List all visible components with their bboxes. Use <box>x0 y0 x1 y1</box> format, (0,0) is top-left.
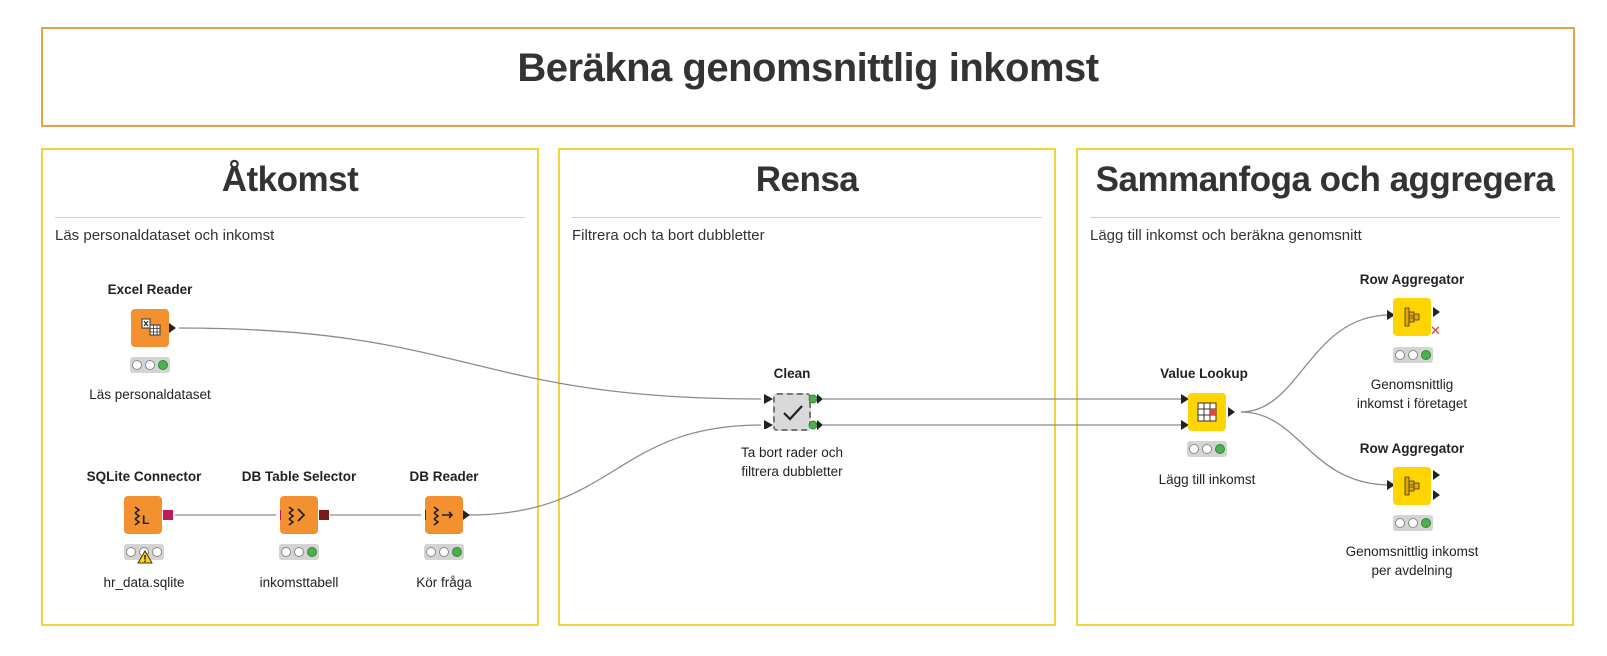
status-light-idle <box>281 547 291 557</box>
status-light-idle <box>1395 350 1405 360</box>
section-clean[interactable]: Rensa Filtrera och ta bort dubbletter <box>558 148 1056 626</box>
node-title-excel-reader[interactable]: Excel Reader <box>107 282 193 297</box>
status-light-executed <box>307 547 317 557</box>
component-input-ports <box>764 394 773 429</box>
status-light-executed <box>158 360 168 370</box>
node-title-row-aggregator-1[interactable]: Row Aggregator <box>1359 272 1465 287</box>
connection-excel-to-clean[interactable] <box>178 327 762 400</box>
workflow-title-annotation[interactable]: Beräkna genomsnittlig inkomst <box>41 27 1575 127</box>
node-label-clean-line-1: Ta bort rader och <box>740 445 844 460</box>
excel-reader-icon <box>141 318 176 336</box>
status-light-configured <box>1202 444 1212 454</box>
node-status-value-lookup <box>1187 441 1227 457</box>
connection-dbreader-to-clean[interactable] <box>468 424 762 516</box>
value-lookup-icon <box>1197 402 1235 422</box>
section-access-title: Åtkomst <box>221 160 359 199</box>
workflow-title: Beräkna genomsnittlig inkomst <box>517 46 1099 90</box>
node-label-row-aggregator-1[interactable]: Genomsnittlig inkomst i företaget <box>1357 375 1467 413</box>
node-status-row-aggregator-1 <box>1393 347 1433 363</box>
status-light-idle <box>132 360 142 370</box>
node-status-db-table-selector <box>279 544 319 560</box>
inactive-port-icon: ✕ <box>1430 323 1441 338</box>
section-access-subtitle: Läs personaldataset och inkomst <box>55 227 275 244</box>
status-light-configured <box>439 547 449 557</box>
node-title-row-aggregator-2[interactable]: Row Aggregator <box>1359 441 1465 456</box>
node-label-row-aggregator-1-line-2: inkomst i företaget <box>1356 396 1468 411</box>
status-light-configured <box>145 360 155 370</box>
node-label-row-aggregator-1-line-1: Genomsnittlig <box>1370 377 1454 392</box>
status-light-executed <box>1421 350 1431 360</box>
warning-icon[interactable] <box>137 550 153 564</box>
node-label-clean[interactable]: Ta bort rader och filtrera dubbletter <box>741 443 843 481</box>
node-label-row-aggregator-2[interactable]: Genomsnittlig inkomst per avdelning <box>1346 542 1479 580</box>
node-label-db-reader[interactable]: Kör fråga <box>416 575 472 590</box>
node-label-value-lookup[interactable]: Lägg till inkomst <box>1158 472 1256 487</box>
sqlite-connector-icon: L <box>134 506 173 527</box>
status-light-configured <box>1408 518 1418 528</box>
row-aggregator-icon <box>1404 307 1440 327</box>
status-light-executed <box>1421 518 1431 528</box>
node-label-sqlite-connector[interactable]: hr_data.sqlite <box>103 575 185 590</box>
node-row-aggregator-2[interactable] <box>1393 467 1440 505</box>
node-title-db-reader[interactable]: DB Reader <box>409 469 479 484</box>
node-title-value-lookup[interactable]: Value Lookup <box>1160 366 1248 381</box>
node-status-row-aggregator-2 <box>1393 515 1433 531</box>
status-light-configured <box>294 547 304 557</box>
connection-valuelookup-to-aggregator-2[interactable] <box>1240 411 1391 486</box>
node-status-db-reader <box>424 544 464 560</box>
section-join-aggregate[interactable]: Sammanfoga och aggregera Lägg till inkom… <box>1076 148 1574 626</box>
node-title-db-table-selector[interactable]: DB Table Selector <box>241 469 357 484</box>
section-access[interactable]: Åtkomst Läs personaldataset och inkomst <box>41 148 539 626</box>
node-status-excel-reader <box>130 357 170 373</box>
status-light-configured <box>1408 350 1418 360</box>
db-reader-icon <box>425 506 470 526</box>
section-clean-title: Rensa <box>755 160 859 199</box>
status-light-idle <box>1395 518 1405 528</box>
row-aggregator-1-input-port <box>1387 310 1395 320</box>
node-db-reader[interactable] <box>425 496 470 534</box>
node-label-row-aggregator-2-line-1: Genomsnittlig inkomst <box>1345 544 1479 559</box>
db-table-selector-icon <box>280 506 329 526</box>
node-sqlite-connector[interactable]: L <box>124 496 173 534</box>
node-clean[interactable] <box>773 393 811 431</box>
connection-valuelookup-to-aggregator-1[interactable] <box>1240 314 1391 413</box>
node-value-lookup[interactable] <box>1188 393 1235 431</box>
status-light-idle <box>426 547 436 557</box>
row-aggregator-icon <box>1404 470 1440 500</box>
status-light-executed <box>1215 444 1225 454</box>
section-join-aggregate-title: Sammanfoga och aggregera <box>1095 160 1555 199</box>
section-clean-subtitle: Filtrera och ta bort dubbletter <box>572 227 765 244</box>
node-db-table-selector[interactable] <box>280 496 329 534</box>
node-label-db-table-selector[interactable]: inkomsttabell <box>259 575 339 590</box>
node-row-aggregator-1[interactable] <box>1393 298 1440 336</box>
status-light-executed <box>152 547 162 557</box>
status-light-idle <box>126 547 136 557</box>
value-lookup-input-ports <box>1181 394 1189 430</box>
node-label-clean-line-2: filtrera dubbletter <box>741 464 843 479</box>
component-output-ports <box>808 394 823 430</box>
node-label-excel-reader[interactable]: Läs personaldataset <box>89 387 211 402</box>
checkmark-icon <box>783 405 803 421</box>
section-join-aggregate-subtitle: Lägg till inkomst och beräkna genomsnitt <box>1090 227 1362 244</box>
section-divider <box>55 217 525 218</box>
section-divider <box>1090 217 1560 218</box>
node-label-row-aggregator-2-line-2: per avdelning <box>1371 563 1453 578</box>
row-aggregator-2-input-port <box>1387 480 1395 490</box>
status-light-idle <box>1189 444 1199 454</box>
section-divider <box>572 217 1042 218</box>
node-title-sqlite-connector[interactable]: SQLite Connector <box>86 469 202 484</box>
node-excel-reader[interactable] <box>131 309 176 347</box>
svg-text:L: L <box>142 513 149 527</box>
node-title-clean[interactable]: Clean <box>773 366 811 381</box>
status-light-executed <box>452 547 462 557</box>
